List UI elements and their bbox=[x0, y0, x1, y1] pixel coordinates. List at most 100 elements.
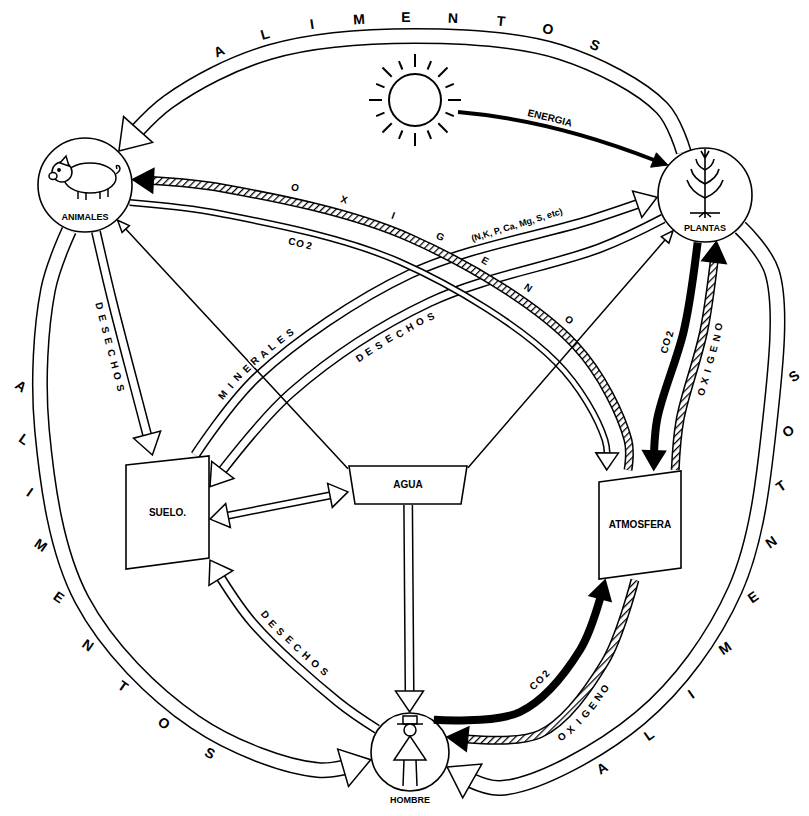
plant-icon bbox=[687, 149, 723, 218]
resource-box: ATMOSFERA bbox=[598, 470, 682, 580]
organism-circle: HOMBRE bbox=[370, 712, 450, 792]
flow-letter: S bbox=[587, 36, 603, 53]
flow-letter: A bbox=[593, 759, 611, 777]
sun-ray bbox=[383, 68, 392, 77]
flow-letter: E bbox=[102, 336, 114, 347]
hollow-band-fill bbox=[210, 560, 377, 729]
flow-letter: I bbox=[573, 717, 584, 727]
flow-letter: O bbox=[414, 316, 427, 329]
flow-letter: X bbox=[339, 194, 350, 206]
flow-letter: S bbox=[425, 311, 437, 324]
arrowhead bbox=[328, 483, 348, 507]
pig-leg bbox=[99, 191, 101, 199]
hollow-band-edge bbox=[210, 560, 377, 729]
plant-leaves bbox=[696, 159, 714, 170]
hatched-band-fill bbox=[133, 180, 630, 470]
hollow-band-fill bbox=[408, 505, 410, 712]
edge-guide bbox=[118, 220, 348, 469]
flow-arrow bbox=[468, 231, 673, 468]
flow-letter: A bbox=[12, 376, 30, 394]
edge-guide bbox=[195, 197, 657, 455]
flow-letter: G bbox=[705, 354, 717, 366]
arrowhead bbox=[447, 764, 482, 798]
flow-letter: I bbox=[308, 16, 316, 31]
sun-ray bbox=[438, 68, 447, 77]
arrowhead bbox=[596, 453, 619, 470]
flow-letter: L bbox=[641, 726, 658, 744]
flow-letter: S bbox=[373, 339, 386, 352]
man-hat bbox=[403, 716, 417, 724]
edge-guide bbox=[119, 36, 684, 152]
flow-letter: N bbox=[711, 332, 723, 343]
flow-letter: H bbox=[108, 359, 120, 370]
flow-letter: M bbox=[216, 387, 230, 401]
flow-arrow bbox=[195, 191, 657, 455]
arrowhead bbox=[209, 560, 233, 585]
arrowhead bbox=[338, 749, 371, 786]
pig-snout bbox=[49, 173, 57, 180]
flow-arrow bbox=[209, 560, 377, 729]
flow-letter: O bbox=[289, 182, 301, 194]
flow-letter: S bbox=[785, 367, 802, 385]
flow-label: CO2 bbox=[282, 232, 319, 256]
flow-letter: N bbox=[232, 370, 246, 384]
flow-label: OXIGENO bbox=[285, 178, 579, 330]
plant-stalk bbox=[704, 158, 706, 212]
hollow-band-edge bbox=[130, 203, 608, 470]
node-outline bbox=[370, 712, 450, 792]
sun-ray bbox=[446, 113, 454, 117]
edge-guide bbox=[130, 203, 608, 470]
organism-circle: PLANTAS bbox=[657, 147, 753, 243]
man-leg bbox=[416, 760, 417, 786]
flow-letter: M bbox=[352, 11, 367, 26]
flow-letter: S bbox=[317, 665, 330, 678]
sun-ray bbox=[383, 123, 392, 132]
arrowhead bbox=[134, 431, 161, 455]
node-label: AGUA bbox=[393, 479, 422, 491]
hollow-band-edge bbox=[119, 36, 684, 152]
resource-box: SUELO. bbox=[125, 455, 210, 570]
edge-guide bbox=[133, 180, 630, 470]
flow-letter: S bbox=[202, 744, 219, 762]
arrowhead bbox=[396, 691, 424, 712]
flow-letter: N bbox=[79, 635, 97, 653]
flow-letter: N bbox=[447, 10, 460, 24]
sun-ray bbox=[376, 84, 384, 88]
flow-arrow bbox=[210, 483, 348, 527]
flow-letter: E bbox=[708, 344, 720, 355]
pig-eye bbox=[58, 169, 60, 171]
hollow-band-fill bbox=[119, 36, 684, 152]
flow-arrow bbox=[130, 203, 619, 470]
flow-label: CO2 bbox=[655, 324, 680, 361]
arrowhead bbox=[702, 242, 726, 264]
flow-letter: I bbox=[225, 381, 236, 391]
flow-letter: C bbox=[393, 327, 406, 340]
flow-letter: O bbox=[779, 421, 798, 440]
man-leg bbox=[403, 760, 404, 786]
energy-arrowhead bbox=[651, 153, 668, 167]
node-label: HOMBRE bbox=[390, 795, 430, 806]
pig-leg bbox=[85, 192, 87, 200]
node-label: SUELO. bbox=[149, 507, 186, 519]
flow-label: ALIMENTOS bbox=[205, 3, 609, 65]
flow-letter: D bbox=[93, 301, 105, 312]
sun-ray bbox=[448, 99, 461, 101]
flow-letter: T bbox=[115, 678, 132, 696]
flow-letter: E bbox=[51, 588, 68, 606]
flow-letter: O bbox=[155, 713, 174, 732]
hollow-band-edge bbox=[408, 505, 410, 712]
hollow-band-edge bbox=[210, 492, 348, 519]
flow-letter: E bbox=[96, 313, 108, 324]
flow-arrow bbox=[118, 220, 348, 469]
hollow-band-fill bbox=[210, 492, 348, 519]
node-label: PLANTAS bbox=[684, 223, 726, 234]
flow-letter: O bbox=[540, 21, 556, 38]
arrowhead bbox=[133, 169, 154, 193]
sun-symbol bbox=[369, 54, 461, 146]
circle-outline bbox=[38, 138, 132, 232]
hollow-band-edge bbox=[96, 232, 152, 455]
edge-guide bbox=[447, 580, 635, 740]
flow-letter: O bbox=[695, 386, 707, 398]
plant-leaves bbox=[687, 180, 723, 198]
flow-letter: I bbox=[684, 687, 697, 702]
